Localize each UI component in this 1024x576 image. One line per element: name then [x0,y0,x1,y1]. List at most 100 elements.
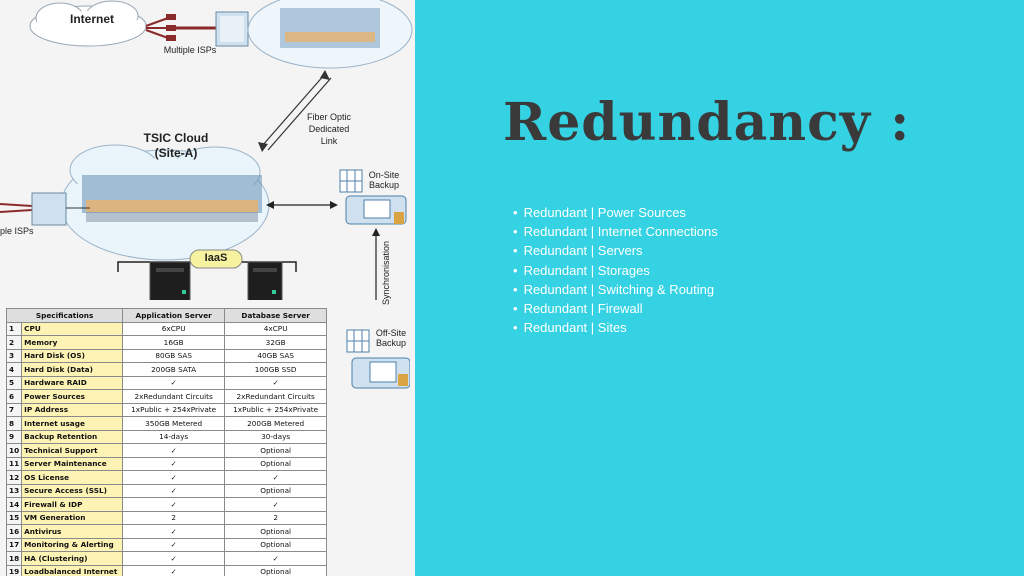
onsite-backup-icon [339,169,407,225]
router-icon [215,11,249,47]
application-server-value: ✓ [122,456,226,471]
database-server-value: 2 [224,510,328,525]
row-number: 14 [5,497,23,512]
row-number: 3 [5,348,23,363]
spec-name: OS License [21,470,124,485]
application-server-value: ✓ [122,375,226,390]
application-server-value: 200GB SATA [122,362,226,377]
database-server-value: 100GB SSD [224,362,328,377]
cloud-title-line-1: TSIC Cloud [143,131,209,145]
database-server-value: 1xPublic + 254xPrivate [224,402,328,417]
offsite-backup-line-1: Off-Site [375,328,407,338]
row-number: 1 [5,321,23,336]
database-server-value: ✓ [224,497,328,512]
application-server-value: 350GB Metered [122,416,226,431]
internet-cloud-icon [29,0,147,47]
spec-name: Server Maintenance [21,456,124,471]
iaas-bracket [117,249,297,272]
sync-label: Synchronisation [381,240,391,306]
application-server-value: 80GB SAS [122,348,226,363]
internet-label: Internet [69,12,114,26]
application-server-value: 1xPublic + 254xPrivate [122,402,226,417]
bullet-item: Redundant | Internet Connections [511,222,718,241]
spec-name: Hardware RAID [21,375,124,390]
application-server-value: 2xRedundant Circuits [122,389,226,404]
cloud-title: TSIC Cloud (Site-A) [130,131,222,161]
bullet-item: Redundant | Switching & Routing [511,280,718,299]
spec-table: Specifications Application Server Databa… [5,308,328,576]
database-server-value: 32GB [224,335,328,350]
database-server-value: ✓ [224,470,328,485]
database-server-icon [247,261,283,300]
isp-connector-icon [145,14,216,41]
network-diagram [0,0,413,300]
fiber-link-line-3: Link [320,136,338,146]
spec-name: Memory [21,335,124,350]
application-server-value: ✓ [122,483,226,498]
application-server-value: 14-days [122,429,226,444]
site-b-cloud-icon [247,0,413,69]
application-server-value: ✓ [122,497,226,512]
fiber-link-line-1: Fiber Optic [306,112,351,122]
row-number: 8 [5,416,23,431]
application-server-value: ✓ [122,551,226,566]
bullet-item: Redundant | Firewall [511,299,718,318]
database-server-value: Optional [224,456,328,471]
row-number: 7 [5,402,23,417]
isp-connector-left-icon [0,192,90,226]
database-server-value: Optional [224,524,328,539]
row-number: 19 [5,564,23,576]
database-server-value: ✓ [224,551,328,566]
spec-name: Loadbalanced Internet [21,564,124,576]
application-server-value: ✓ [122,524,226,539]
database-server-value: Optional [224,483,328,498]
row-number: 9 [5,429,23,444]
row-number: 2 [5,335,23,350]
spec-table-header: Specifications Application Server Databa… [5,308,328,323]
slide-title: Redundancy : [503,92,911,153]
header-specifications: Specifications [5,308,124,323]
database-server-value: 30-days [224,429,328,444]
spec-name: Hard Disk (Data) [21,362,124,377]
database-server-value: Optional [224,564,328,576]
row-number: 5 [5,375,23,390]
application-server-value: ✓ [122,470,226,485]
multiple-isps-top-label: Multiple ISPs [163,45,217,55]
bullet-item: Redundant | Servers [511,241,718,260]
row-number: 6 [5,389,23,404]
application-server-value: 2 [122,510,226,525]
spec-name: Backup Retention [21,429,124,444]
row-number: 10 [5,443,23,458]
onsite-backup-line-1: On-Site [368,170,400,180]
row-number: 16 [5,524,23,539]
row-number: 12 [5,470,23,485]
spec-name: Secure Access (SSL) [21,483,124,498]
row-number: 18 [5,551,23,566]
spec-name: Internet usage [21,416,124,431]
row-number: 4 [5,362,23,377]
application-server-value: 16GB [122,335,226,350]
fiber-link-line-2: Dedicated [308,124,350,134]
database-server-value: Optional [224,443,328,458]
bullet-list: Redundant | Power Sources Redundant | In… [511,203,718,337]
spec-name: Firewall & IDP [21,497,124,512]
bullet-item: Redundant | Storages [511,261,718,280]
row-number: 13 [5,483,23,498]
database-server-value: Optional [224,537,328,552]
spec-name: Hard Disk (OS) [21,348,124,363]
